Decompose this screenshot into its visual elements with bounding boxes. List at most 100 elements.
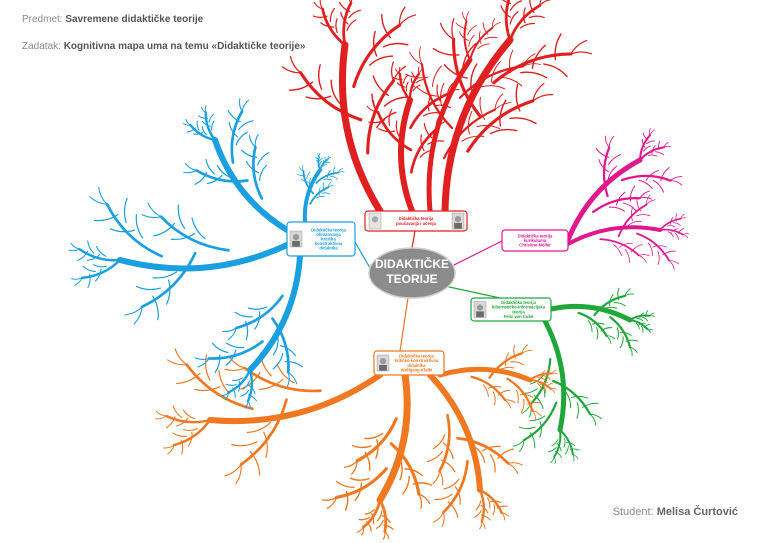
branch-orange-1-sub-sub bbox=[404, 468, 423, 477]
branch-blue-1-sub-sub bbox=[170, 232, 196, 241]
branch-magenta-1 bbox=[566, 225, 662, 246]
branch-red-3-sub-tip bbox=[419, 46, 423, 65]
branch-blue-0-tip-sub bbox=[201, 126, 207, 136]
branch-orange-3-sub-tip bbox=[521, 349, 533, 354]
branch-red-1-tip-sub bbox=[402, 74, 409, 84]
branch-red-2-sub-tip bbox=[570, 51, 593, 55]
branch-green-1-sub-tip bbox=[589, 413, 597, 426]
branch-orange-0-tip bbox=[172, 418, 212, 447]
branch-orange-3-sub-sub bbox=[510, 361, 524, 366]
branch-magenta-1-tip-tip bbox=[680, 217, 687, 220]
branch-orange-1-sub-tip bbox=[343, 460, 358, 468]
branch-blue-3 bbox=[302, 168, 322, 224]
branch-red-1-tip-sub bbox=[415, 79, 425, 84]
branch-red-3-sub bbox=[442, 108, 496, 160]
branch-orange-2-sub bbox=[456, 436, 510, 465]
branch-orange-0-sub-sub bbox=[231, 441, 258, 447]
branch-red-0-sub-sub bbox=[369, 55, 394, 66]
branch-orange-2-sub bbox=[438, 413, 451, 473]
branch-blue-0-tip-tip bbox=[204, 105, 207, 114]
branch-orange-0-sub-tip bbox=[235, 463, 242, 485]
branch-blue-3-tip bbox=[317, 155, 321, 171]
branch-blue-2-sub bbox=[271, 317, 290, 374]
branch-blue-3-sub bbox=[315, 171, 340, 184]
branch-red-1-tip-sub bbox=[411, 71, 418, 80]
branch-blue-0-tip-sub bbox=[198, 115, 209, 119]
branch-magenta-0-tip-sub bbox=[643, 145, 651, 152]
branch-magenta-0-sub-sub bbox=[622, 202, 638, 212]
branch-green-0-sub-sub bbox=[619, 336, 624, 349]
branch-orange-1-sub bbox=[334, 467, 388, 499]
branch-orange-3-sub-tip bbox=[521, 344, 528, 354]
branch-red-3-tip-sub bbox=[484, 36, 498, 40]
branch-orange-3-tip-sub bbox=[543, 385, 547, 394]
branch-red-0-tip-sub bbox=[335, 18, 338, 34]
branch-blue-0 bbox=[212, 137, 290, 233]
branch-red-3-sub-sub bbox=[440, 82, 445, 107]
branch-blue-2-sub-sub bbox=[279, 344, 296, 357]
branch-blue-3-sub-tip bbox=[302, 164, 304, 172]
branch-green-1-tip-tip bbox=[572, 453, 575, 462]
branch-red-2-sub bbox=[451, 37, 483, 119]
branch-blue-3-sub-sub bbox=[318, 187, 321, 196]
branch-green-0-sub-sub bbox=[619, 331, 632, 337]
branch-red-0-sub-sub bbox=[305, 95, 332, 100]
branch-blue-1-tip-tip bbox=[68, 248, 80, 252]
topic-box-green[interactable]: Didaktička teorijakibernetičko-informaci… bbox=[470, 297, 552, 322]
branch-magenta-1-sub bbox=[617, 203, 648, 238]
branch-orange-2-tip-sub bbox=[490, 500, 502, 504]
portrait-photo bbox=[289, 230, 303, 248]
topic-label-line: Christine Möller bbox=[519, 243, 551, 248]
branch-red-1-tip-sub bbox=[410, 78, 416, 88]
branch-orange-1 bbox=[376, 371, 411, 504]
branch-red-1-sub-tip bbox=[446, 82, 454, 95]
branch-magenta-0-tip-tip bbox=[649, 129, 655, 136]
branch-magenta-0-tip-tip bbox=[663, 141, 669, 148]
branch-red-3-tip bbox=[463, 20, 471, 61]
branch-red-3-tip-sub bbox=[482, 22, 489, 35]
branch-red-3-tip-tip bbox=[491, 21, 501, 29]
branch-blue-3-tip-tip bbox=[327, 155, 330, 160]
branch-green-1-tip-sub bbox=[565, 441, 576, 446]
branch-orange-0-sub-sub bbox=[218, 369, 231, 394]
branch-orange-3 bbox=[437, 366, 533, 383]
branch-red-3-sub-sub bbox=[405, 73, 429, 79]
branch-magenta-1-sub-sub bbox=[630, 244, 643, 253]
branch-blue-0-sub-sub bbox=[241, 149, 258, 158]
branch-orange-0-tip-sub bbox=[187, 432, 193, 447]
branch-orange-2-sub-sub bbox=[433, 493, 453, 501]
branch-blue-0-tip-tip bbox=[182, 123, 191, 126]
branch-orange-0-tip-tip bbox=[162, 444, 175, 449]
central-topic[interactable]: DIDAKTIČKE TEORIJE bbox=[368, 247, 456, 299]
branch-blue-0-tip-tip bbox=[200, 106, 207, 114]
branch-magenta-0-sub-tip bbox=[608, 135, 615, 149]
branch-orange-1-sub-sub bbox=[349, 477, 370, 481]
portrait-photo bbox=[376, 354, 390, 372]
branch-blue-3-tip-sub bbox=[323, 159, 325, 165]
branch-blue-0-sub-sub bbox=[258, 164, 267, 182]
branch-orange-0-tip-sub bbox=[180, 439, 184, 455]
branch-orange-3-sub-sub bbox=[500, 366, 515, 370]
branch-red-0-tip-sub bbox=[320, 22, 335, 28]
branch-blue-0-tip-sub bbox=[211, 120, 215, 131]
branch-blue-1-sub-sub bbox=[191, 217, 206, 240]
branch-green-1-tip-sub bbox=[548, 447, 557, 453]
branch-orange-0-sub-tip bbox=[224, 367, 246, 371]
branch-blue-2-tip-sub bbox=[232, 377, 244, 382]
branch-blue-0-sub-tip bbox=[238, 98, 243, 112]
topic-box-blue[interactable]: Didaktička teorijaobrazovanjakritičkakon… bbox=[286, 221, 356, 257]
branch-blue-2-tip-sub bbox=[248, 384, 256, 395]
branch-red-0-sub-tip bbox=[398, 6, 406, 26]
branch-orange-0-sub-tip bbox=[167, 359, 188, 366]
branch-blue-3-sub-tip bbox=[327, 181, 332, 188]
branch-orange-3-sub-sub bbox=[520, 398, 525, 413]
topic-box-orange[interactable]: Didaktička teorijakritičko-konstruktivna… bbox=[373, 350, 445, 376]
branch-red-1-tip-sub bbox=[396, 82, 406, 88]
branch-orange-0-sub-sub bbox=[193, 386, 221, 392]
branch-blue-2-sub-tip bbox=[227, 327, 238, 340]
branch-magenta-1-tip-sub bbox=[677, 227, 684, 235]
branch-orange-0-tip-sub bbox=[182, 409, 196, 420]
branch-blue-0-sub-sub bbox=[205, 158, 215, 175]
